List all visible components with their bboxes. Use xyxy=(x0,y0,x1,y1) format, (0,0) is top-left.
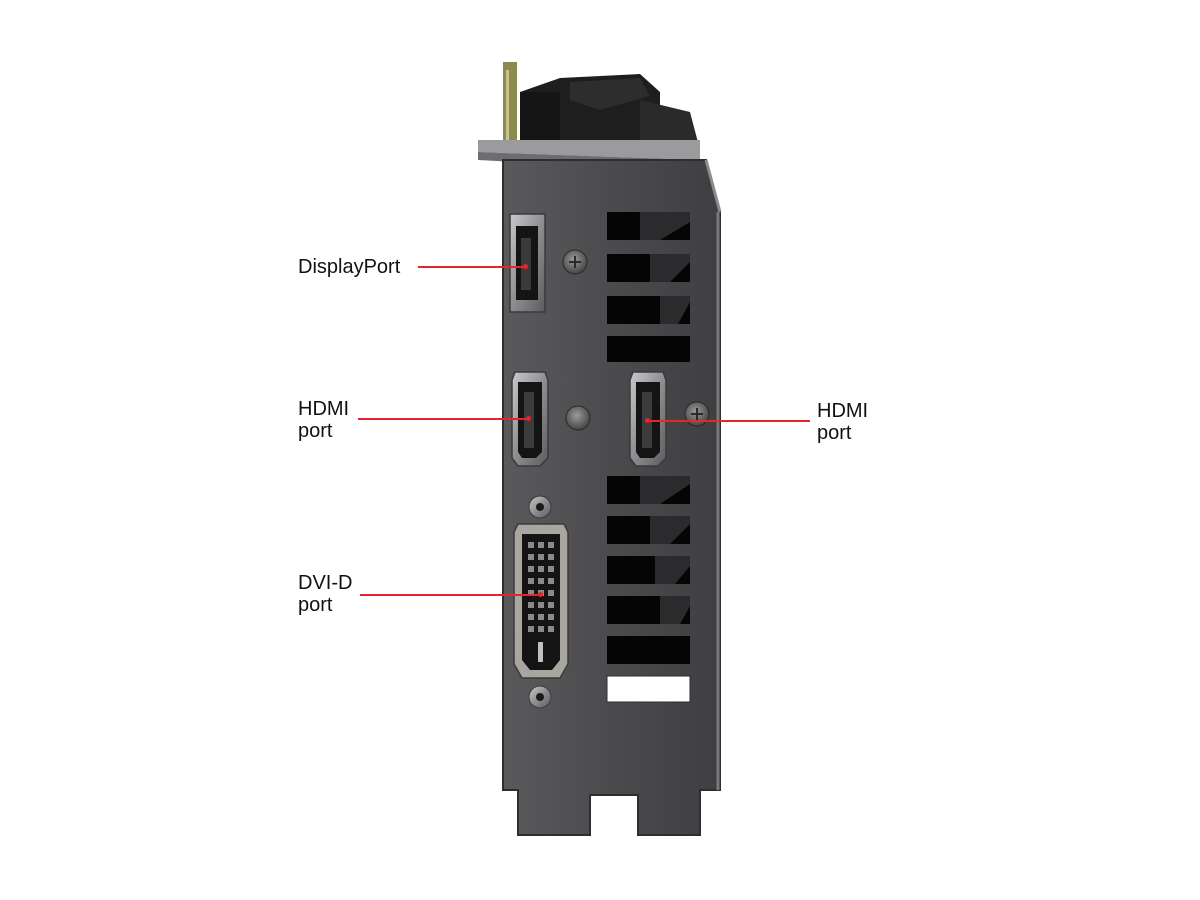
hdmi-left-leader-dot xyxy=(526,416,531,421)
dvi-leader-line xyxy=(360,594,540,596)
hdmi-left-label: HDMI port xyxy=(298,398,349,442)
screw-icon xyxy=(562,249,588,275)
dvi-label: DVI-D port xyxy=(298,572,352,616)
hdmi-right-label-line-1: HDMI xyxy=(817,400,869,422)
dvi-label-line-2: port xyxy=(298,594,333,616)
bracket-top-fold xyxy=(478,140,700,160)
hdmi-right-label-line-2: port xyxy=(817,422,852,444)
hdmi-left-label-line-2: port xyxy=(298,420,333,442)
displayport-leader-line xyxy=(418,266,526,268)
vent-lower-fins xyxy=(640,476,690,624)
hdmi-left-leader-line xyxy=(358,418,529,420)
displayport-connector-icon xyxy=(509,213,546,313)
dvi-leader-dot xyxy=(538,592,543,597)
dvi-connector-icon xyxy=(513,495,569,709)
displayport-label-line-1: DisplayPort xyxy=(298,256,401,278)
hdmi-left-label-line-1: HDMI xyxy=(298,398,350,420)
cooler-top xyxy=(503,62,700,150)
hdmi-right-leader-line xyxy=(647,420,810,422)
screw-icon xyxy=(684,401,710,427)
displayport-label: DisplayPort xyxy=(298,256,400,278)
displayport-leader-dot xyxy=(523,264,528,269)
hdmi-right-label: HDMI port xyxy=(817,400,868,444)
hdmi-right-leader-dot xyxy=(645,418,650,423)
screw-icon xyxy=(565,405,591,431)
dvi-label-line-1: DVI-D xyxy=(298,572,353,594)
vent-upper-fins xyxy=(640,212,690,324)
